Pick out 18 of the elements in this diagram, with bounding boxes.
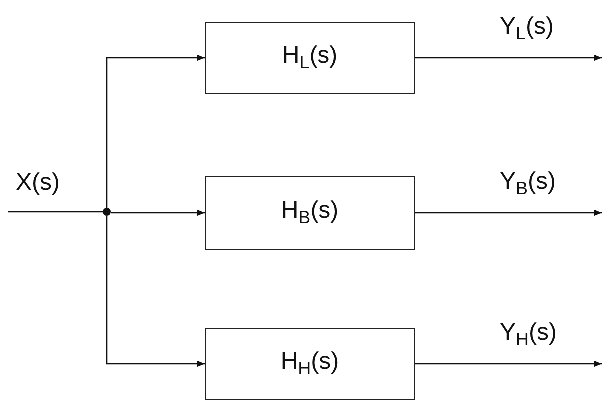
signal-line [8, 211, 103, 213]
block-label: H$_{B}$(s) [281, 197, 339, 229]
signal-label: Y$_{L}$(s) [500, 14, 554, 44]
signal-arrow [106, 216, 205, 368]
transfer-function-block [205, 22, 415, 94]
transfer-function-block [205, 176, 415, 250]
signal-arrow [415, 54, 602, 62]
block-label: H$_{L}$(s) [282, 42, 338, 74]
signal-arrow [415, 210, 602, 216]
signal-label: Y$_{B}$(s) [500, 169, 556, 200]
signal-label: X(s) [16, 170, 60, 196]
junction-dot [103, 208, 111, 216]
transfer-function-block [205, 328, 415, 400]
block-label: H$_{H}$(s) [280, 348, 340, 380]
signal-arrow [415, 360, 602, 368]
signal-arrow [111, 210, 205, 216]
signal-label: Y$_{H}$(s) [500, 320, 557, 350]
signal-arrow [106, 54, 205, 208]
